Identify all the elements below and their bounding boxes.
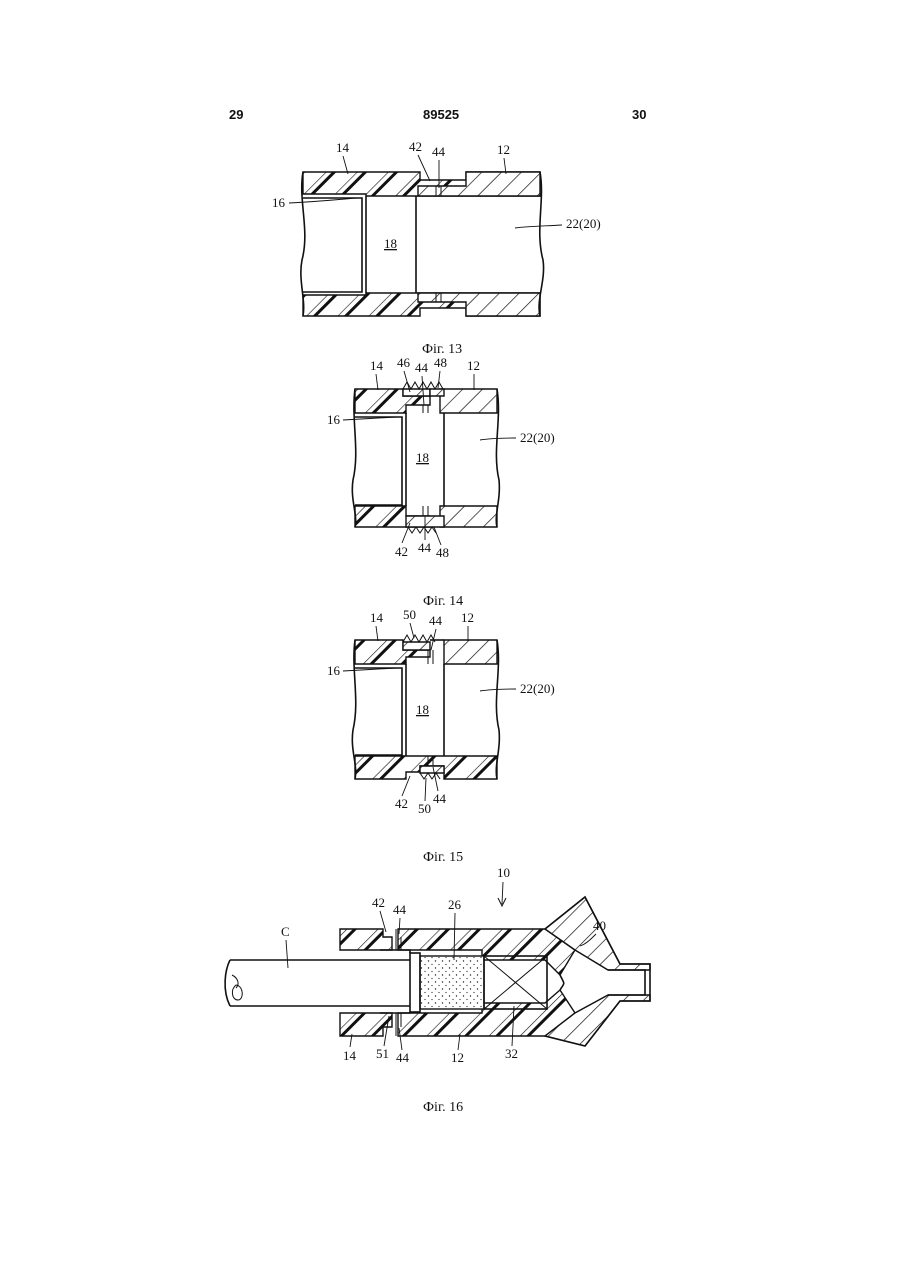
label-44-bottom: 44 bbox=[433, 791, 447, 806]
figure-15: 14 50 44 12 16 18 22(20) 42 50 44 Фіг. 1… bbox=[327, 607, 555, 865]
label-10: 10 bbox=[497, 865, 510, 880]
label-44-bottom: 44 bbox=[396, 1050, 410, 1065]
label-50-bottom: 50 bbox=[418, 801, 431, 816]
label-51: 51 bbox=[376, 1046, 389, 1061]
label-46: 46 bbox=[397, 355, 411, 370]
label-12: 12 bbox=[451, 1050, 464, 1065]
label-16: 16 bbox=[272, 195, 286, 210]
label-50: 50 bbox=[403, 607, 416, 622]
caption-fig16: Фіг. 16 bbox=[423, 1100, 463, 1115]
fig13-pipe-16 bbox=[303, 198, 362, 292]
label-42: 42 bbox=[409, 139, 422, 154]
label-12: 12 bbox=[461, 610, 474, 625]
label-14: 14 bbox=[336, 140, 350, 155]
caption-fig15: Фіг. 15 bbox=[423, 850, 463, 865]
label-14-bottom: 14 bbox=[343, 1048, 357, 1063]
caption-fig14: Фіг. 14 bbox=[423, 594, 463, 609]
label-32: 32 bbox=[505, 1046, 518, 1061]
label-42: 42 bbox=[372, 895, 385, 910]
figure-16: 10 42 44 26 40 C 14 51 44 12 32 Фіг. 16 bbox=[225, 865, 650, 1115]
label-42-bottom: 42 bbox=[395, 544, 408, 559]
label-42-bottom: 42 bbox=[395, 796, 408, 811]
label-48-bottom: 48 bbox=[436, 545, 449, 560]
label-44: 44 bbox=[429, 613, 443, 628]
label-44-bottom: 44 bbox=[418, 540, 432, 555]
label-22-20: 22(20) bbox=[520, 430, 555, 445]
label-14: 14 bbox=[370, 610, 384, 625]
label-C: C bbox=[281, 924, 290, 939]
label-22-20: 22(20) bbox=[520, 681, 555, 696]
label-44: 44 bbox=[415, 360, 429, 375]
figure-13: 14 42 44 12 16 18 22(20) Фіг. 13 bbox=[272, 139, 601, 357]
label-12: 12 bbox=[467, 358, 480, 373]
label-40: 40 bbox=[593, 918, 606, 933]
label-18: 18 bbox=[384, 236, 397, 251]
label-26: 26 bbox=[448, 897, 462, 912]
label-18: 18 bbox=[416, 702, 429, 717]
label-18: 18 bbox=[416, 450, 429, 465]
label-44: 44 bbox=[432, 144, 446, 159]
label-44: 44 bbox=[393, 902, 407, 917]
label-16: 16 bbox=[327, 412, 341, 427]
filter-26 bbox=[420, 956, 484, 1009]
label-48: 48 bbox=[434, 355, 447, 370]
figure-14: 14 46 44 48 12 16 18 22(20) 42 44 48 Фіг… bbox=[327, 355, 555, 609]
label-14: 14 bbox=[370, 358, 384, 373]
label-22-20: 22(20) bbox=[566, 216, 601, 231]
label-12: 12 bbox=[497, 142, 510, 157]
label-16: 16 bbox=[327, 663, 341, 678]
